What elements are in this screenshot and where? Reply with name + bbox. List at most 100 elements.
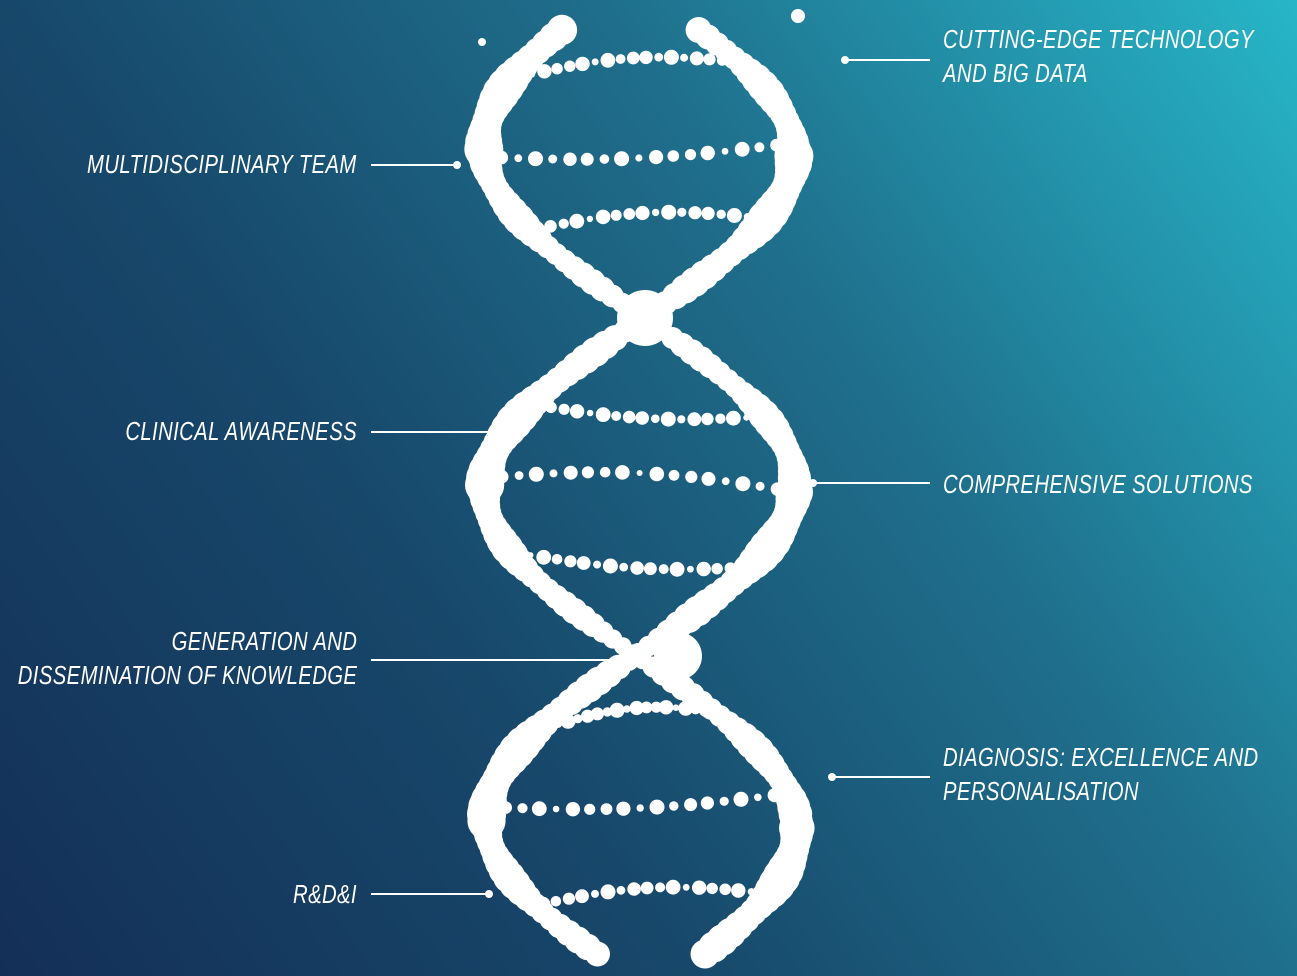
helix-bead bbox=[581, 709, 595, 723]
helix-bead bbox=[650, 701, 662, 713]
helix-bead bbox=[619, 562, 629, 572]
connector-diagnosis bbox=[833, 776, 930, 778]
connector-multidisciplinary bbox=[371, 164, 457, 166]
helix-bead bbox=[735, 476, 751, 492]
label-rdi: R&D&I bbox=[293, 877, 357, 911]
helix-bead bbox=[622, 410, 636, 424]
helix-bead bbox=[591, 889, 599, 898]
label-line: R&D&I bbox=[293, 879, 357, 909]
helix-bead bbox=[677, 207, 687, 217]
helix-bead bbox=[636, 470, 643, 476]
helix-bead bbox=[651, 414, 660, 424]
helix-bead bbox=[550, 896, 562, 907]
helix-bead bbox=[528, 70, 536, 78]
helix-bead bbox=[569, 404, 585, 419]
connector-dot-cutting-edge bbox=[841, 56, 849, 64]
helix-bead bbox=[700, 145, 715, 161]
helix-bead bbox=[599, 466, 611, 478]
helix-bead bbox=[669, 801, 679, 811]
helix-bead bbox=[668, 469, 680, 481]
helix-bead bbox=[706, 882, 718, 895]
helix-bead bbox=[575, 889, 589, 904]
helix-bead bbox=[614, 151, 630, 167]
helix-bead bbox=[678, 701, 694, 716]
helix-bead bbox=[690, 939, 720, 969]
connector-clinical bbox=[371, 431, 511, 433]
helix-bead bbox=[716, 55, 728, 66]
helix-bead bbox=[584, 803, 596, 815]
helix-bead bbox=[623, 208, 636, 220]
helix-bead bbox=[610, 209, 622, 221]
helix-bead bbox=[551, 554, 563, 565]
helix-bead bbox=[600, 803, 613, 815]
helix-bead bbox=[791, 9, 805, 23]
helix-bead bbox=[635, 154, 643, 162]
helix-bead bbox=[514, 471, 524, 480]
helix-bead bbox=[593, 560, 602, 569]
helix-bead bbox=[586, 409, 594, 417]
helix-bead bbox=[615, 54, 626, 64]
helix-bead bbox=[658, 700, 674, 715]
helix-bead bbox=[630, 561, 644, 575]
helix-bead bbox=[654, 52, 664, 62]
helix-bead bbox=[701, 206, 715, 220]
connector-dot-rdi bbox=[485, 890, 493, 898]
helix-bead bbox=[719, 883, 731, 896]
helix-bead bbox=[649, 799, 665, 815]
helix-bead bbox=[549, 469, 558, 478]
helix-bead bbox=[528, 466, 544, 482]
helix-bead bbox=[554, 720, 562, 728]
helix-bead bbox=[684, 149, 697, 161]
helix-bead bbox=[617, 290, 673, 346]
helix-bead bbox=[649, 466, 665, 482]
helix-bead bbox=[626, 51, 640, 65]
helix-bead bbox=[743, 213, 752, 221]
helix-bead bbox=[682, 883, 690, 891]
helix-bead bbox=[527, 552, 534, 559]
helix-bead bbox=[563, 465, 578, 480]
helix-bead bbox=[635, 205, 650, 221]
helix-bead bbox=[600, 884, 616, 900]
helix-bead bbox=[600, 52, 616, 68]
helix-bead bbox=[684, 798, 698, 812]
label-line: COMPREHENSIVE SOLUTIONS bbox=[943, 469, 1253, 499]
helix-bead bbox=[565, 802, 581, 817]
helix-bead bbox=[615, 465, 630, 480]
helix-bead bbox=[644, 562, 657, 576]
helix-bead bbox=[609, 702, 625, 718]
helix-bead bbox=[551, 62, 563, 75]
label-comprehensive-solutions: COMPREHENSIVE SOLUTIONS bbox=[943, 467, 1253, 501]
helix-bead bbox=[649, 150, 664, 165]
helix-bead bbox=[623, 705, 631, 713]
helix-bead bbox=[595, 209, 611, 225]
helix-bead bbox=[733, 791, 749, 807]
helix-bead bbox=[703, 53, 716, 66]
helix-bead bbox=[755, 481, 765, 491]
helix-bead bbox=[689, 51, 704, 66]
helix-bead bbox=[754, 142, 765, 153]
helix-bead bbox=[602, 558, 618, 574]
helix-bead bbox=[736, 560, 751, 575]
helix-bead bbox=[654, 632, 702, 680]
helix-bead bbox=[611, 411, 622, 421]
helix-bead bbox=[663, 49, 679, 65]
helix-bead bbox=[586, 215, 594, 223]
connector-dot-clinical bbox=[507, 428, 515, 436]
label-line: GENERATION AND bbox=[171, 626, 357, 656]
label-multidisciplinary-team: MULTIDISCIPLINARY TEAM bbox=[87, 147, 357, 181]
helix-bead bbox=[569, 213, 585, 229]
helix-bead bbox=[548, 154, 558, 164]
helix-bead bbox=[602, 707, 612, 717]
helix-bead bbox=[701, 412, 714, 426]
helix-bead bbox=[585, 941, 610, 967]
helix-bead bbox=[530, 222, 545, 237]
helix-bead bbox=[727, 54, 743, 69]
helix-bead bbox=[595, 407, 611, 422]
label-line: CLINICAL AWARENESS bbox=[125, 416, 357, 446]
connector-cutting-edge bbox=[846, 59, 930, 61]
helix-bead bbox=[494, 150, 509, 165]
helix-bead bbox=[627, 882, 641, 896]
helix-bead bbox=[531, 801, 547, 817]
helix-bead bbox=[581, 466, 595, 479]
helix-bead bbox=[701, 471, 716, 486]
